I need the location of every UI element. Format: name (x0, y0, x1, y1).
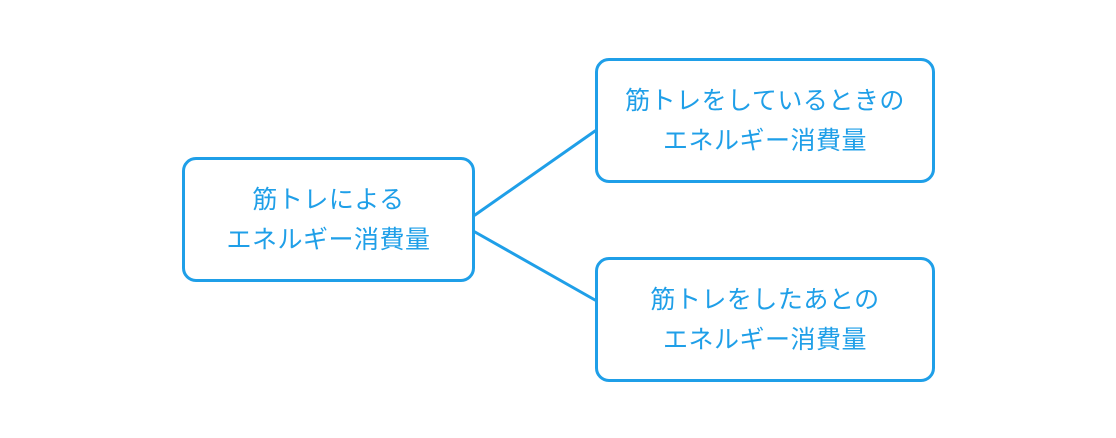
root-node-line2: エネルギー消費量 (226, 224, 431, 254)
child-node-after-workout: 筋トレをしたあとの エネルギー消費量 (595, 257, 935, 382)
root-node-line1: 筋トレによる (252, 184, 405, 214)
child-node-after-line1: 筋トレをしたあとの (650, 284, 880, 314)
connector-root-to-during (473, 129, 597, 217)
child-node-during-line2: エネルギー消費量 (662, 125, 867, 155)
connector-root-to-after (473, 230, 597, 302)
root-node: 筋トレによる エネルギー消費量 (182, 157, 475, 282)
child-node-after-line2: エネルギー消費量 (662, 324, 867, 354)
child-node-during-workout: 筋トレをしているときの エネルギー消費量 (595, 58, 935, 183)
child-node-during-line1: 筋トレをしているときの (625, 85, 905, 115)
